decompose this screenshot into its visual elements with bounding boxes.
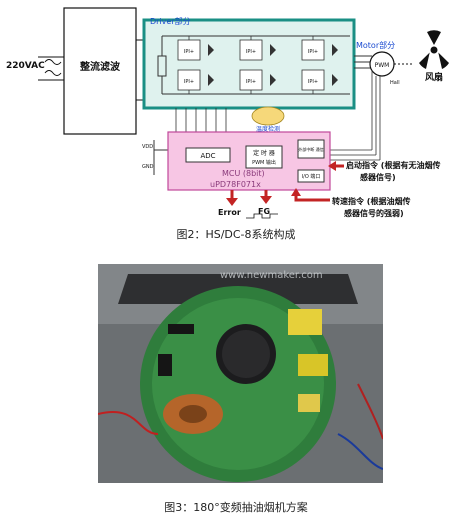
switch-cell: IPI+: [301, 69, 338, 94]
driver-label: Driver部分: [150, 16, 191, 26]
switch-cell: IPI+: [301, 36, 338, 61]
comm-label: 外部中断 通信: [298, 146, 323, 152]
mcu-bits-label: MCU (8bit): [222, 169, 265, 178]
start-command-line1: 启动指令 (根据有无油烟传: [346, 160, 440, 170]
mcu-model-label: uPD78F071x: [210, 180, 261, 189]
fan-icon: [419, 30, 449, 69]
temp-label: 温度检测: [256, 125, 280, 133]
driver-frame: [142, 18, 356, 110]
port-box: [297, 169, 325, 183]
watermark: www.newmaker.com: [220, 270, 323, 281]
port-label: I/O 端口: [302, 173, 321, 180]
switch-label: IPI+: [308, 49, 318, 55]
adc-box: [185, 147, 231, 163]
gnd-label: GND: [142, 164, 154, 170]
system-block-diagram: 220VAC 整流滤波 Driver部分 IPI+IPI+IPI+IPI+IPI…: [6, 7, 449, 219]
switch-label: IPI+: [246, 49, 256, 55]
switch-matrix: IPI+ IPI+ IPI+ IPI+ IPI+ IPI+: [177, 36, 338, 94]
switch-label: IPI+: [246, 79, 256, 85]
comm-box: [297, 139, 325, 159]
transformer-shape: [288, 309, 322, 335]
adc-label: ADC: [200, 152, 215, 160]
wire-blue: [337, 433, 383, 470]
pwm-out-label: PWM 输出: [252, 159, 276, 166]
speed-command-line1: 转速指令 (根据油烟传: [332, 196, 410, 206]
fg-pulse-icon: [246, 213, 278, 219]
wire-red: [98, 411, 159, 435]
rectifier-label: 整流滤波: [79, 60, 121, 73]
switch-cell: IPI+: [239, 69, 276, 94]
fg-label: FG: [258, 207, 270, 216]
fan-label: 风扇: [425, 71, 443, 83]
figure2-caption: 图2：HS/DC-8系统构成: [176, 228, 296, 241]
speed-command-line2: 感器信号的强弱): [344, 208, 404, 218]
timer-pwm-box: [245, 145, 283, 169]
diode-icon: [332, 44, 338, 56]
diode-icon: [270, 74, 276, 86]
error-label: Error: [218, 208, 241, 217]
diode-icon: [208, 44, 214, 56]
switch-cell: IPI+: [177, 69, 214, 94]
motor-pwm-label: PWM: [375, 62, 390, 69]
hall-label: Hall: [390, 80, 400, 86]
diode-icon: [332, 74, 338, 86]
timer-label: 定 时 器: [253, 149, 275, 157]
switch-label: IPI+: [308, 79, 318, 85]
switch-label: IPI+: [184, 79, 194, 85]
motor-label: Motor部分: [356, 40, 395, 50]
start-command-line2: 感器信号): [360, 172, 396, 182]
vdd-label: VDD: [142, 144, 153, 150]
rectifier-block: [63, 7, 137, 135]
figure3-caption: 图3：180°变频抽油烟机方案: [164, 501, 308, 514]
yellow-capacitor: [298, 354, 328, 376]
temp-sensor-blob: [251, 106, 285, 126]
diode-icon: [208, 74, 214, 86]
switch-cell: IPI+: [239, 36, 276, 61]
switch-label: IPI+: [184, 49, 194, 55]
input-voltage-label: 220VAC: [6, 61, 45, 71]
diode-icon: [270, 44, 276, 56]
switch-cell: IPI+: [177, 36, 214, 61]
pcb-photo: www.newmaker.com: [98, 264, 383, 483]
